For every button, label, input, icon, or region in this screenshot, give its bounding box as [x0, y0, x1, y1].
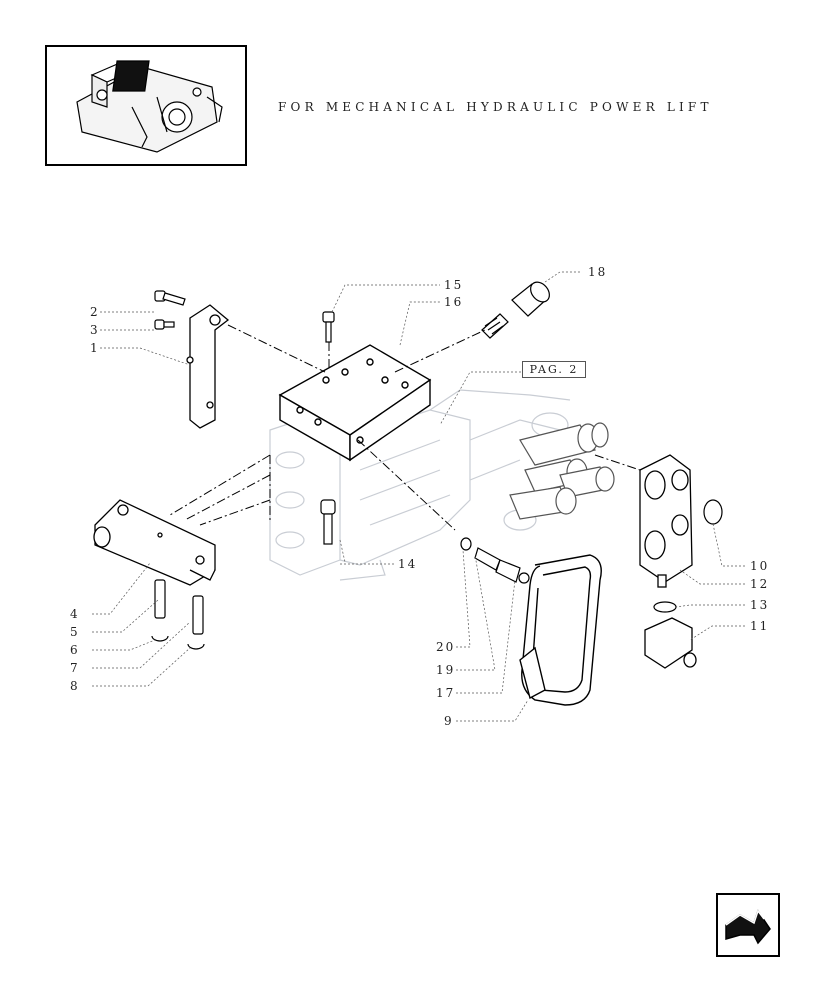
callout-10: 10: [750, 559, 769, 573]
callout-13: 13: [750, 598, 769, 612]
page-title: FOR MECHANICAL HYDRAULIC POWER LIFT: [278, 100, 713, 114]
callout-4: 4: [70, 607, 80, 621]
cap-10: [703, 499, 723, 525]
cable-loop-9: [519, 554, 602, 706]
fitting-11: [644, 617, 697, 669]
lever-4: [93, 499, 216, 586]
callout-3: 3: [90, 323, 100, 337]
bracket-1: [186, 304, 230, 429]
pins-and-clips: [151, 579, 205, 650]
screw-2: [154, 290, 186, 306]
callout-9: 9: [444, 714, 454, 728]
callout-17: 17: [436, 686, 455, 700]
assembly-lines: [169, 324, 641, 531]
leader-lines: [92, 271, 745, 722]
assembly-thumbnail-icon: [76, 60, 223, 153]
valve-cover-plate: [278, 344, 432, 462]
callout-12: 12: [750, 577, 769, 591]
callout-1: 1: [90, 341, 100, 355]
bolt-15: [322, 311, 335, 343]
page-reference-label[interactable]: PAG. 2: [522, 361, 586, 378]
callout-5: 5: [70, 625, 80, 639]
spring-and-plug: [481, 281, 550, 339]
callout-2: 2: [90, 305, 100, 319]
callout-11: 11: [750, 619, 769, 633]
callout-16: 16: [444, 295, 463, 309]
callout-20: 20: [436, 640, 455, 654]
callout-18: 18: [588, 265, 607, 279]
ring-13: [653, 601, 677, 613]
callout-14: 14: [398, 557, 417, 571]
screw-3: [154, 319, 175, 330]
callout-labels: 2 3 1 4 5 6 7 8 14 15 16 18 20 19 17 9 1…: [70, 265, 769, 728]
callout-8: 8: [70, 679, 80, 693]
callout-6: 6: [70, 643, 80, 657]
callout-7: 7: [70, 661, 80, 675]
bolt-14: [320, 499, 336, 545]
callout-15: 15: [444, 278, 463, 292]
next-page-arrow-icon: [725, 909, 771, 945]
callout-19: 19: [436, 663, 455, 677]
next-page-button[interactable]: [716, 893, 780, 957]
quick-couplers: [509, 422, 615, 520]
sensor-17: [460, 537, 530, 584]
connector-block-12: [639, 454, 693, 588]
assembly-thumbnail: [45, 45, 247, 166]
